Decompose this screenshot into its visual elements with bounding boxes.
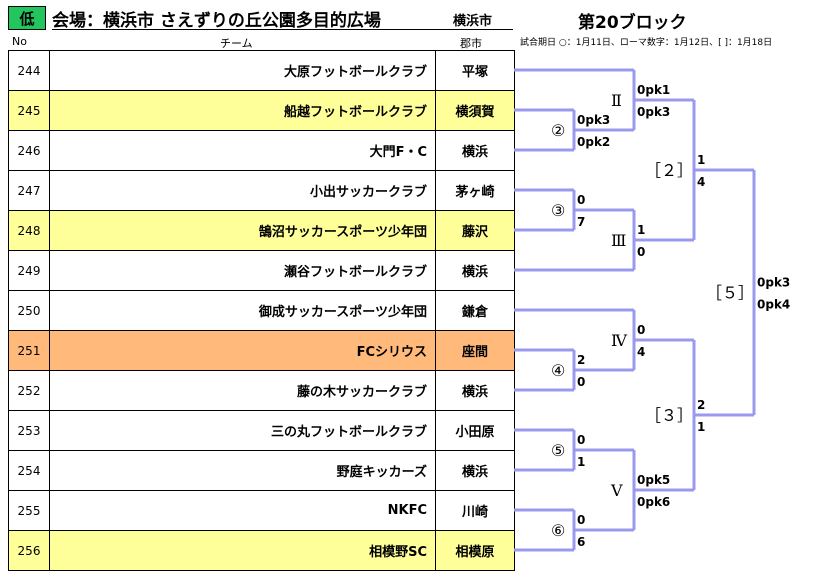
team-city: 小田原 — [455, 425, 495, 440]
team-city: 茅ヶ崎 — [455, 185, 495, 200]
team-number: 256 — [9, 531, 50, 570]
venue-title: 会場：横浜市 さえずりの丘公園多目的広場 — [52, 11, 381, 31]
semifinal-mark: ［３］ — [645, 406, 693, 425]
team-number: 255 — [9, 491, 50, 530]
team-name: 御成サッカースポーツ少年団 — [50, 291, 436, 330]
score-label: 0pk4 — [757, 298, 790, 312]
team-name: FCシリウス — [50, 331, 436, 370]
score-label: 1 — [697, 420, 705, 434]
score-label: 0 — [577, 433, 585, 447]
score-label: 2 — [577, 353, 585, 367]
team-city: 横浜 — [461, 465, 488, 480]
score-label: 0 — [577, 375, 585, 389]
round-mark: Ⅲ — [611, 231, 626, 250]
match-number-mark: ⑤ — [551, 441, 565, 460]
score-label: 7 — [577, 215, 585, 229]
column-header-city: 郡市 — [460, 37, 482, 50]
team-number: 253 — [9, 411, 50, 450]
score-label: 1 — [697, 153, 705, 167]
team-name: 瀬谷フットボールクラブ — [50, 251, 436, 290]
score-label: 6 — [577, 535, 585, 549]
team-city: 川崎 — [461, 505, 488, 520]
host-city: 横浜市 — [453, 14, 493, 29]
team-number: 252 — [9, 371, 50, 410]
final-mark: ［５］ — [706, 284, 754, 303]
score-label: 0pk1 — [637, 83, 670, 97]
score-label: 4 — [697, 175, 705, 189]
match-number-mark: ⑥ — [551, 521, 565, 540]
team-city: 横浜 — [461, 145, 488, 160]
score-label: 2 — [697, 398, 705, 412]
team-number: 246 — [9, 131, 50, 170]
team-city: 横浜 — [461, 265, 488, 280]
team-name: 相模野SC — [50, 531, 436, 570]
score-label: 1 — [577, 455, 585, 469]
team-name: 鵠沼サッカースポーツ少年団 — [50, 211, 436, 250]
team-city: 横須賀 — [455, 105, 495, 120]
team-city: 座間 — [461, 345, 488, 360]
team-name: 野庭キッカーズ — [50, 451, 436, 490]
match-number-mark: ④ — [551, 361, 565, 380]
team-city: 平塚 — [461, 65, 488, 80]
team-number: 249 — [9, 251, 50, 290]
score-label: 0pk6 — [637, 495, 670, 509]
score-label: 1 — [637, 223, 645, 237]
team-number: 247 — [9, 171, 50, 210]
team-number: 245 — [9, 91, 50, 130]
team-city: 横浜 — [461, 385, 488, 400]
team-name: NKFC — [50, 491, 436, 530]
round-mark: Ⅴ — [610, 481, 623, 500]
schedule-note: 試合期日 ○：1月11日、ローマ数字：1月12日、[ ]：1月18日 — [520, 38, 773, 48]
score-label: 0 — [637, 245, 645, 259]
team-city: 鎌倉 — [461, 305, 488, 320]
semifinal-mark: ［２］ — [645, 161, 693, 180]
team-name: 小出サッカークラブ — [50, 171, 436, 210]
team-number: 250 — [9, 291, 50, 330]
team-name: 大門F・C — [50, 131, 436, 170]
round-mark: Ⅱ — [611, 91, 622, 110]
team-name: 三の丸フットボールクラブ — [50, 411, 436, 450]
team-number: 248 — [9, 211, 50, 250]
score-label: 0pk5 — [637, 473, 670, 487]
score-label: 0 — [637, 323, 645, 337]
team-name: 藤の木サッカークラブ — [50, 371, 436, 410]
team-name: 大原フットボールクラブ — [50, 51, 436, 90]
score-label: 0pk2 — [577, 135, 610, 149]
score-label: 0pk3 — [577, 113, 610, 127]
score-label: 0 — [577, 193, 585, 207]
score-label: 0pk3 — [637, 105, 670, 119]
team-number: 254 — [9, 451, 50, 490]
round-mark: Ⅳ — [611, 331, 628, 350]
team-city: 相模原 — [455, 545, 495, 560]
team-number: 251 — [9, 331, 50, 370]
score-label: 4 — [637, 345, 645, 359]
title-underline — [52, 29, 513, 30]
team-name: 船越フットボールクラブ — [50, 91, 436, 130]
score-label: 0 — [577, 513, 585, 527]
match-number-mark: ③ — [551, 201, 565, 220]
grade-badge: 低 — [8, 6, 46, 30]
column-header-no: No — [12, 35, 27, 48]
column-header-team: チーム — [220, 37, 253, 50]
team-number: 244 — [9, 51, 50, 90]
team-city: 藤沢 — [461, 225, 488, 240]
block-title: 第20ブロック — [578, 13, 687, 33]
match-number-mark: ② — [551, 121, 565, 140]
score-label: 0pk3 — [757, 276, 790, 290]
